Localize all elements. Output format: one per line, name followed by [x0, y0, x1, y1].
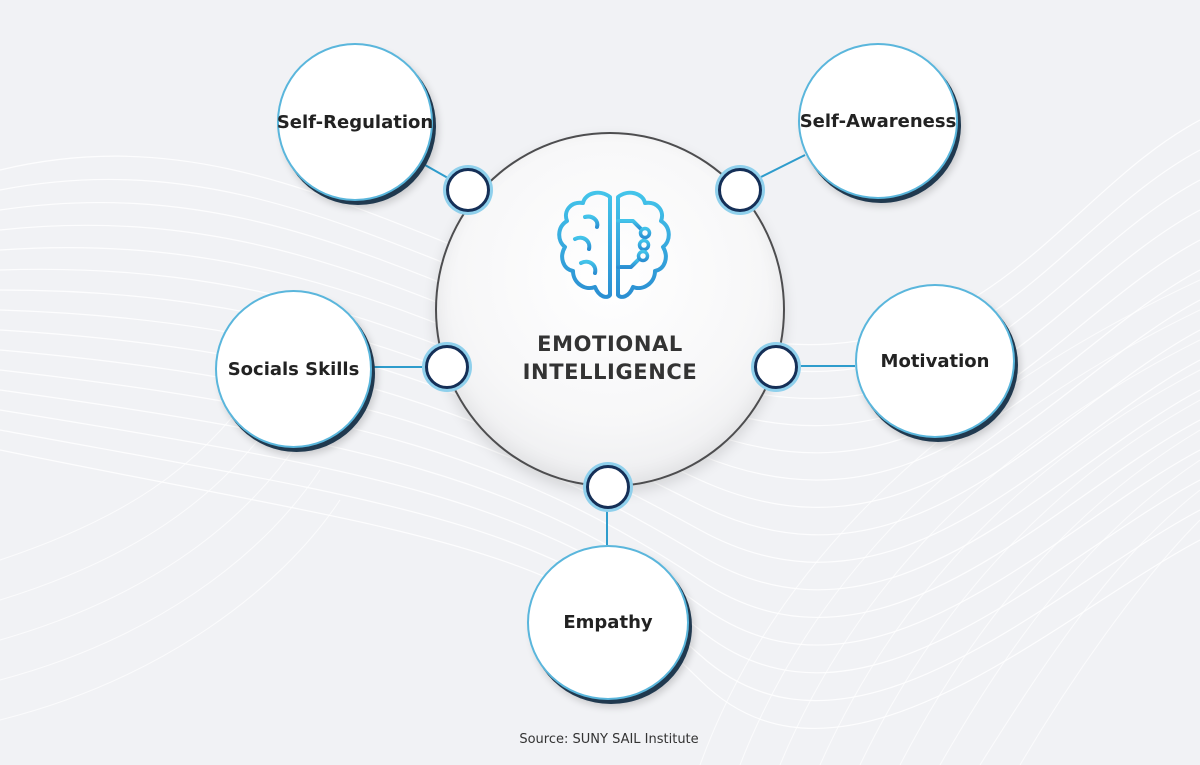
source-caption: Source: SUNY SAIL Institute — [519, 732, 699, 747]
node-motivation: Motivation — [855, 284, 1015, 438]
port-socials-skills — [425, 345, 469, 389]
node-label-motivation: Motivation — [880, 350, 990, 372]
center-title-line-1: EMOTIONAL — [537, 332, 683, 356]
brain-circuit-icon — [557, 190, 671, 299]
port-self-regulation — [446, 168, 490, 212]
node-self-awareness: Self-Awareness — [798, 43, 958, 199]
node-label-self-regulation: Self-Regulation — [276, 111, 434, 133]
port-self-awareness — [718, 168, 762, 212]
node-socials-skills: Socials Skills — [215, 290, 372, 448]
connector-self-awareness — [754, 154, 806, 181]
port-empathy — [586, 465, 630, 509]
center-title-line-2: INTELLIGENCE — [522, 360, 698, 384]
port-motivation — [754, 345, 798, 389]
node-label-empathy: Empathy — [563, 612, 653, 633]
node-label-self-awareness: Self-Awareness — [799, 110, 957, 132]
node-self-regulation: Self-Regulation — [277, 43, 433, 201]
center-title: EMOTIONAL INTELLIGENCE — [445, 330, 775, 386]
node-empathy: Empathy — [527, 545, 689, 700]
node-label-socials-skills: Socials Skills — [227, 358, 360, 380]
